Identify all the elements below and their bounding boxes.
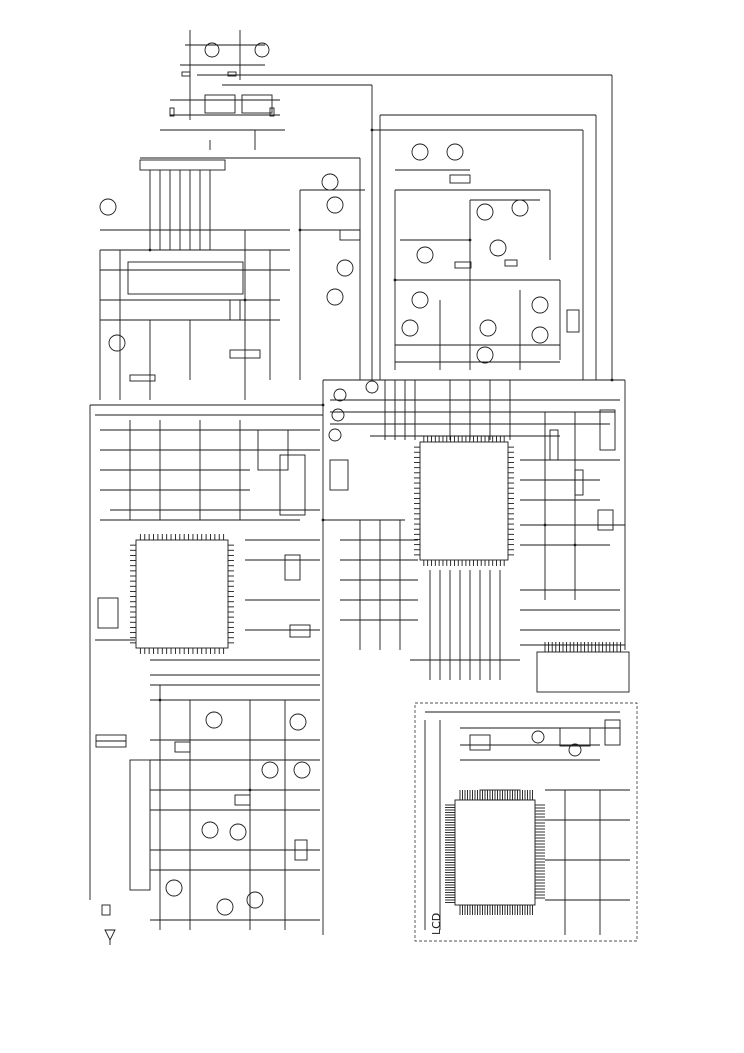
main-bus xyxy=(89,74,626,935)
lcd-label: LCD xyxy=(430,913,443,935)
right-connector-block xyxy=(536,642,630,693)
left-mid-stage xyxy=(100,420,349,520)
lcd-module: LCD xyxy=(414,702,638,942)
left-opamp-region xyxy=(99,159,290,400)
top-right-transistors xyxy=(299,143,580,380)
left-qfp-ic xyxy=(95,519,320,676)
bottom-left-section xyxy=(95,684,320,945)
center-qfp-ic xyxy=(328,380,625,680)
junction-dots xyxy=(148,128,614,792)
top-section xyxy=(160,30,285,150)
